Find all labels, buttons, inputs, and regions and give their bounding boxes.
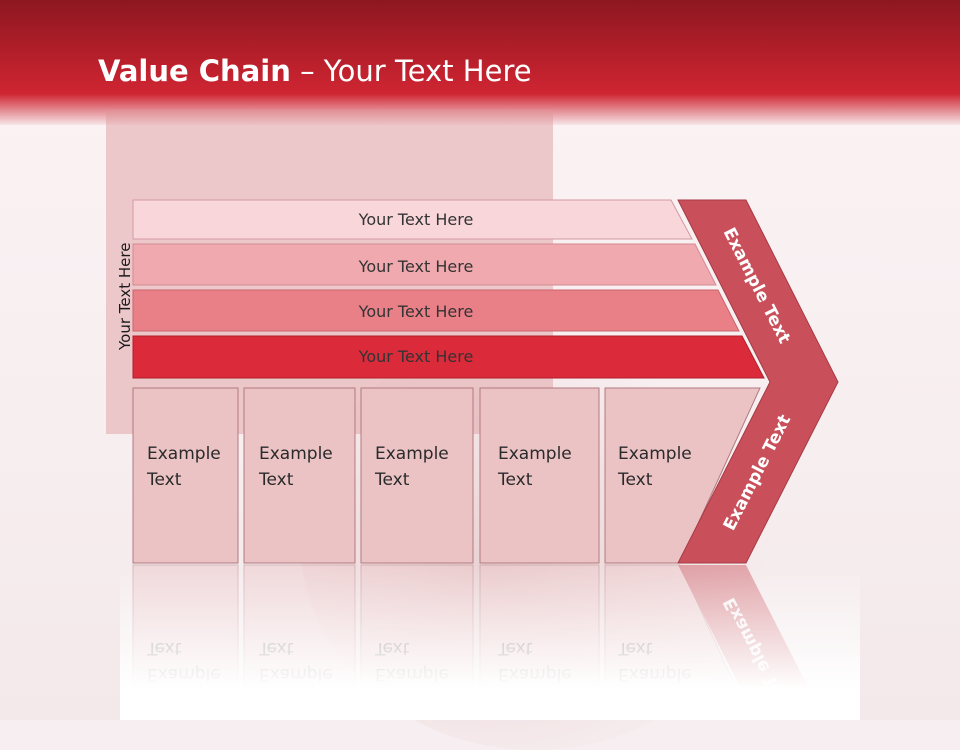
box-1-line2: Text [146, 470, 182, 490]
box-1-line1: Example [147, 444, 221, 464]
bar-1 [132, 199, 693, 240]
box-3 [360, 387, 474, 564]
bar-4-label: Your Text Here [358, 347, 474, 366]
title-bold: Value Chain [98, 54, 291, 88]
box-3-line2: Text [374, 470, 410, 490]
bar-4 [132, 335, 765, 379]
chevron [677, 199, 839, 564]
bar-1-label: Your Text Here [358, 210, 474, 229]
box-3-line1: Example [375, 444, 449, 464]
box-2-line2: Text [258, 470, 294, 490]
box-4-line1: Example [498, 444, 572, 464]
reflection-fade [120, 565, 860, 720]
bar-3-label: Your Text Here [358, 302, 474, 321]
bar-3 [132, 289, 740, 332]
box-5-line2: Text [617, 470, 653, 490]
box-5-line1: Example [618, 444, 692, 464]
header-band [0, 0, 960, 125]
box-2 [243, 387, 356, 564]
value-chain-diagram: Your Text Here Your Text Here Your Text … [120, 199, 860, 720]
slide-title: Value Chain – Your Text Here [98, 54, 532, 88]
bar-2-label: Your Text Here [358, 257, 474, 276]
box-4-line2: Text [497, 470, 533, 490]
bar-2 [132, 243, 717, 286]
title-rest: – Your Text Here [290, 54, 532, 88]
box-1 [132, 387, 239, 564]
box-4 [479, 387, 600, 564]
box-2-line1: Example [259, 444, 333, 464]
